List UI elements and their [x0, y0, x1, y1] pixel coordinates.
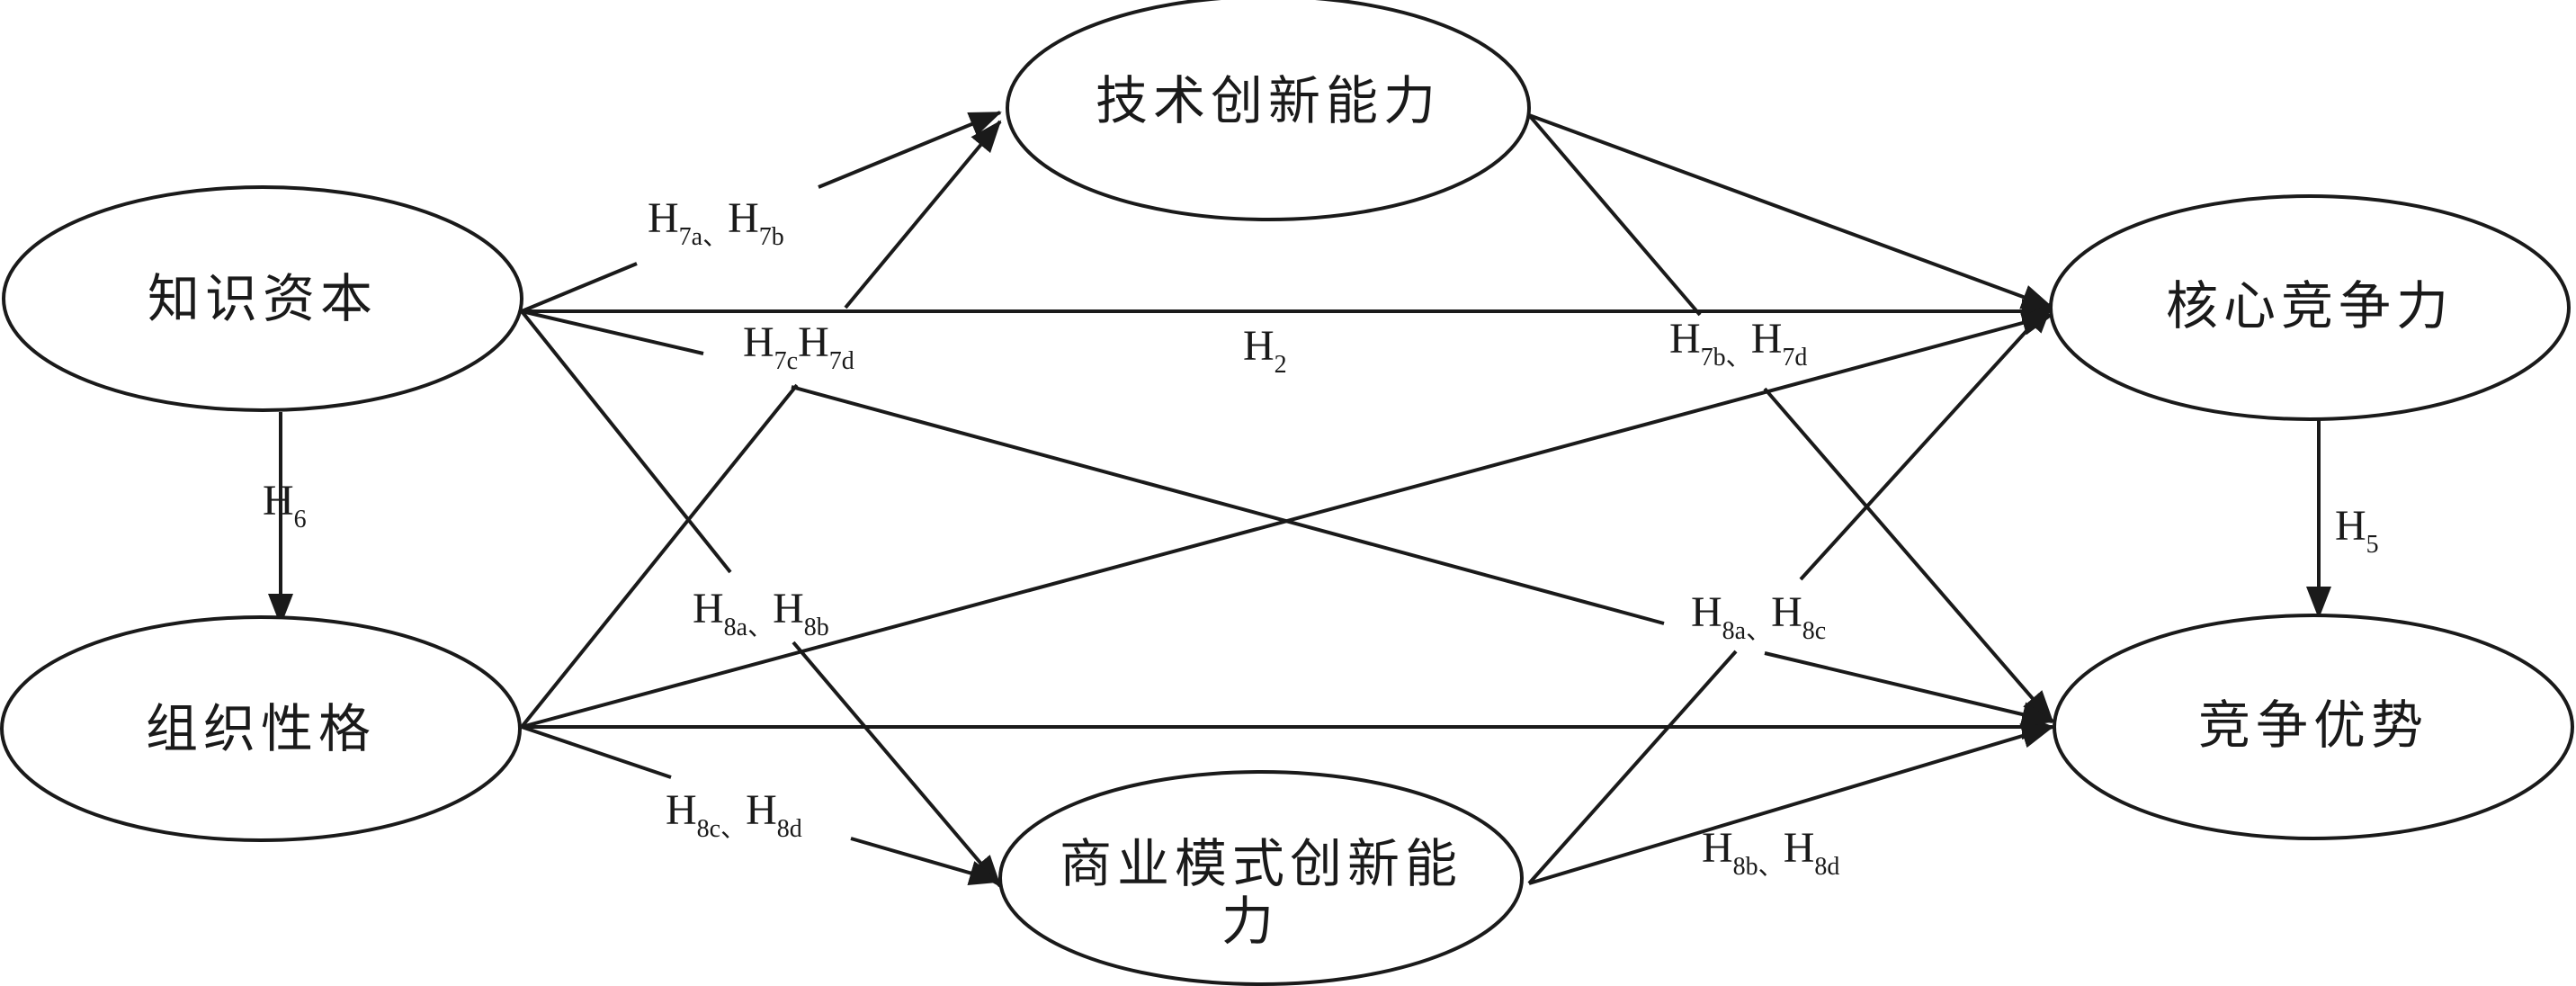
node-core-competence: 核心竞争力: [2049, 194, 2571, 421]
label-h5: H5: [2335, 502, 2379, 559]
edge-bm-to-advantage: [1528, 723, 2054, 885]
edge-org-to-tech-part1: [520, 383, 799, 729]
edge-org-to-core: [521, 310, 2054, 729]
edge-kc-to-advantage-part1: [521, 309, 704, 355]
node-org-character-label: 组织性格: [146, 700, 376, 758]
edge-bm-to-core-part2: [1799, 300, 2054, 581]
label-h7c-h7d: H7cH7d: [743, 318, 854, 375]
label-h8b-h8d: H8b、H8d: [1702, 824, 1839, 881]
edge-kc-to-advantage-part2: [791, 385, 1665, 625]
edges: [268, 111, 2331, 888]
node-org-character: 组织性格: [0, 615, 522, 842]
label-h8c-h8d: H8c、H8d: [666, 786, 802, 843]
node-bm-innovation-label-line1: 商业模式创新能: [1060, 835, 1462, 893]
edge-kc-to-tech-part1: [521, 262, 638, 313]
edge-kc-to-tech-part2: [818, 111, 1002, 189]
node-bm-innovation: 商业模式创新能 力: [998, 770, 1524, 986]
node-knowledge-capital: 知识资本: [2, 185, 523, 412]
node-competitive-advantage-label: 竞争优势: [2198, 696, 2428, 755]
edge-bm-to-core-part1: [1527, 650, 1738, 885]
edge-org-to-bm-part2: [850, 837, 1002, 886]
edge-kc-to-bm-part2: [792, 641, 1002, 888]
node-core-competence-label: 核心竞争力: [2166, 277, 2454, 336]
node-competitive-advantage: 竞争优势: [2053, 614, 2574, 840]
edge-tech-to-advantage-part2: [1763, 387, 2054, 723]
edge-kc-to-bm-part1: [520, 309, 732, 574]
edge-org-to-tech-part2: [844, 120, 1002, 309]
node-bm-innovation-label-line2: 力: [1221, 892, 1279, 951]
edge-org-to-bm-part1: [521, 725, 672, 779]
edge-tech-to-core: [1528, 113, 2054, 309]
edge-kc-to-advantage-part3: [1764, 651, 2054, 727]
label-h2: H2: [1243, 322, 1287, 379]
edge-tech-to-advantage-part1: [1527, 113, 1702, 317]
label-h8a-h8c: H8a、H8c: [1691, 588, 1826, 645]
label-h8a-h8b: H8a、H8b: [693, 585, 829, 641]
label-h7b-h7d: H7b、H7d: [1669, 315, 1807, 372]
node-knowledge-capital-label: 知识资本: [148, 270, 378, 328]
label-h6: H6: [263, 477, 307, 533]
label-h7a-h7b: H7a、H7b: [648, 194, 784, 251]
node-tech-innovation-label: 技术创新能力: [1096, 72, 1441, 130]
node-tech-innovation: 技术创新能力: [1006, 0, 1531, 221]
